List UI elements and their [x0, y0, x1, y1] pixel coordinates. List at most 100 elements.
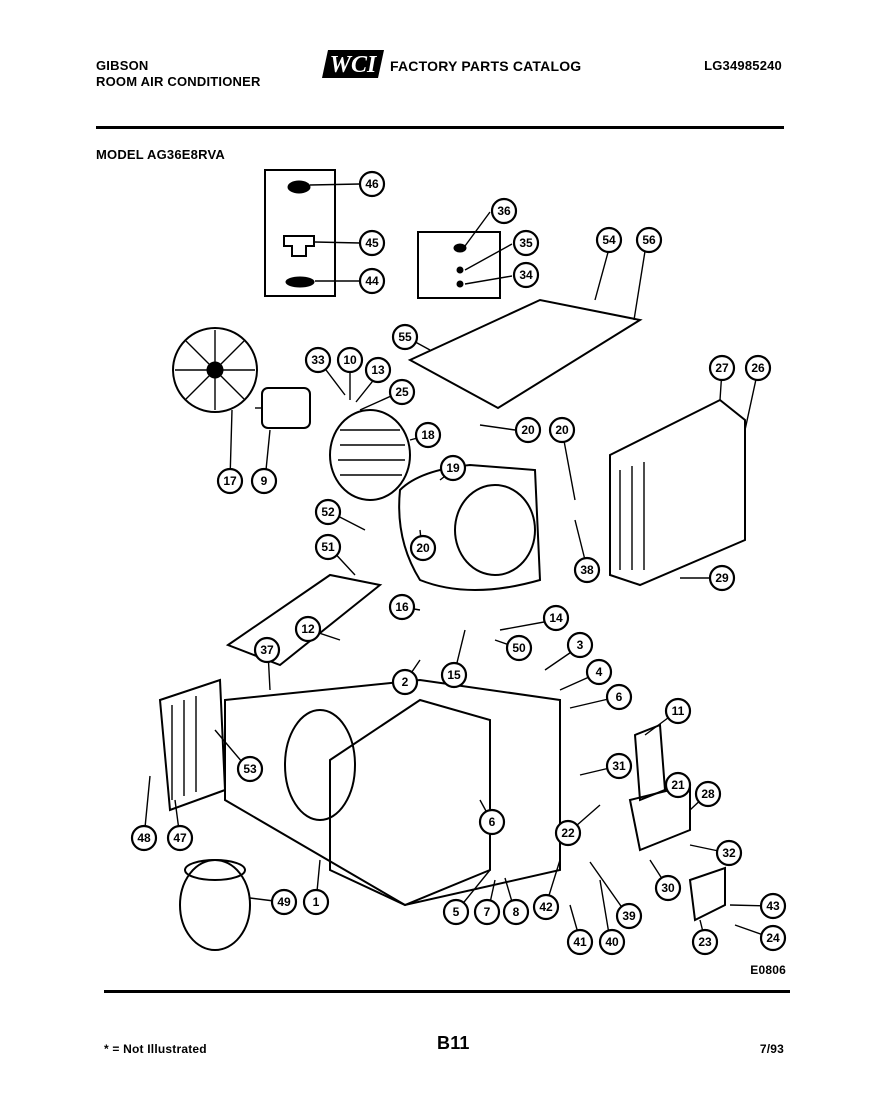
svg-text:3: 3: [577, 638, 584, 652]
part-35-shape: [456, 266, 464, 274]
callout-22: 22: [554, 819, 582, 847]
callout-9: 9: [250, 467, 278, 495]
callout-47: 47: [166, 824, 194, 852]
callout-33: 33: [304, 346, 332, 374]
svg-text:19: 19: [446, 461, 460, 475]
callout-18: 18: [414, 421, 442, 449]
callout-43: 43: [759, 892, 787, 920]
part-36-shape: [453, 243, 467, 253]
svg-text:41: 41: [573, 935, 587, 949]
svg-text:44: 44: [365, 274, 379, 288]
brand-name: GIBSON: [96, 58, 149, 73]
part-49-compressor: [179, 859, 251, 951]
svg-text:22: 22: [561, 826, 575, 840]
callout-20b: 20: [548, 416, 576, 444]
svg-text:43: 43: [766, 899, 780, 913]
inset-box-hardware: [264, 169, 336, 297]
svg-text:46: 46: [365, 177, 379, 191]
svg-text:17: 17: [223, 474, 237, 488]
callout-7: 7: [473, 898, 501, 926]
svg-text:54: 54: [602, 233, 616, 247]
callout-27: 27: [708, 354, 736, 382]
svg-text:40: 40: [605, 935, 619, 949]
svg-text:7: 7: [484, 905, 491, 919]
callout-39: 39: [615, 902, 643, 930]
svg-text:45: 45: [365, 236, 379, 250]
svg-text:6: 6: [616, 690, 623, 704]
svg-text:30: 30: [661, 881, 675, 895]
svg-text:56: 56: [642, 233, 656, 247]
svg-text:14: 14: [549, 611, 563, 625]
callout-23: 23: [691, 928, 719, 956]
svg-text:33: 33: [311, 353, 325, 367]
part-34-shape: [456, 280, 464, 288]
svg-text:32: 32: [722, 846, 736, 860]
callout-19: 19: [439, 454, 467, 482]
inset-box-fasteners: [417, 231, 501, 299]
svg-text:20: 20: [521, 423, 535, 437]
callout-36: 36: [490, 197, 518, 225]
logo-text: WCI: [330, 52, 378, 78]
callout-14: 14: [542, 604, 570, 632]
callout-44: 44: [358, 267, 386, 295]
callout-34: 34: [512, 261, 540, 289]
svg-text:5: 5: [453, 905, 460, 919]
callout-50: 50: [505, 634, 533, 662]
part-17-fan-blade: [172, 327, 258, 413]
part-11-bracket: [633, 723, 667, 802]
callout-16a: 16: [388, 593, 416, 621]
revision-date: 7/93: [759, 1042, 784, 1056]
svg-text:1: 1: [313, 895, 320, 909]
model-number: MODEL AG36E8RVA: [96, 147, 225, 162]
callout-20a: 20: [514, 416, 542, 444]
svg-text:16: 16: [395, 600, 409, 614]
svg-text:34: 34: [519, 268, 533, 282]
callout-40: 40: [598, 928, 626, 956]
callout-24: 24: [759, 924, 787, 952]
callout-8: 8: [502, 898, 530, 926]
svg-text:49: 49: [277, 895, 291, 909]
callout-15: 15: [440, 661, 468, 689]
callout-30: 30: [654, 874, 682, 902]
svg-text:24: 24: [766, 931, 780, 945]
callout-29: 29: [708, 564, 736, 592]
callout-5: 5: [442, 898, 470, 926]
callout-54: 54: [595, 226, 623, 254]
callout-4: 4: [585, 658, 613, 686]
callout-10: 10: [336, 346, 364, 374]
svg-text:12: 12: [301, 622, 315, 636]
callout-52b: 53: [236, 755, 264, 783]
callout-6b: 6: [478, 808, 506, 836]
callout-3: 3: [566, 631, 594, 659]
svg-text:51: 51: [321, 540, 335, 554]
wci-logo: WCI: [322, 48, 386, 85]
svg-text:47: 47: [173, 831, 187, 845]
svg-text:53: 53: [243, 762, 257, 776]
callout-55: 55: [391, 323, 419, 351]
svg-text:25: 25: [395, 385, 409, 399]
svg-text:31: 31: [612, 759, 626, 773]
callout-17: 17: [216, 467, 244, 495]
callout-48: 48: [130, 824, 158, 852]
callout-49: 49: [270, 888, 298, 916]
svg-text:26: 26: [751, 361, 765, 375]
callout-13: 13: [364, 356, 392, 384]
callout-1: 1: [302, 888, 330, 916]
part-45-shape: [283, 235, 315, 257]
svg-text:28: 28: [701, 787, 715, 801]
callout-20c: 20: [409, 534, 437, 562]
svg-text:20: 20: [416, 541, 430, 555]
svg-text:36: 36: [497, 204, 511, 218]
svg-text:11: 11: [672, 704, 685, 718]
svg-text:15: 15: [447, 668, 461, 682]
callout-51: 51: [314, 533, 342, 561]
callout-56: 56: [635, 226, 663, 254]
part-9-motor: [261, 387, 311, 429]
svg-text:42: 42: [539, 900, 553, 914]
callout-52a: 52: [314, 498, 342, 526]
page-number: B11: [437, 1033, 470, 1053]
part-1-base-pan: [224, 678, 561, 907]
svg-text:37: 37: [260, 643, 274, 657]
callout-42: 42: [532, 893, 560, 921]
callout-6a: 6: [605, 683, 633, 711]
